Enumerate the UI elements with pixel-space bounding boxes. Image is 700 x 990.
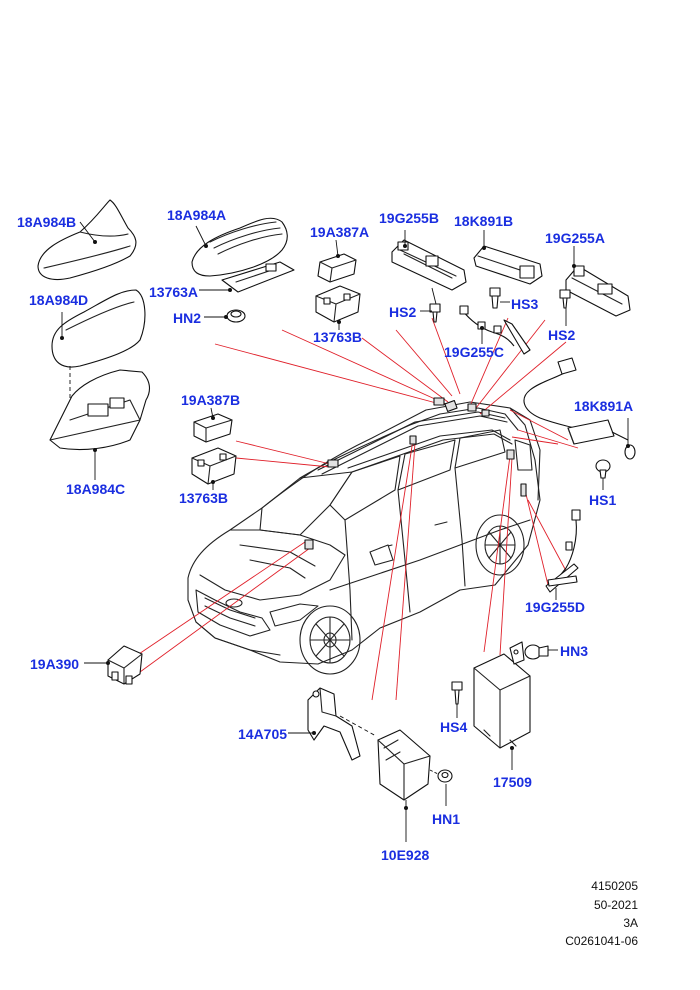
label-HS2-right: HS2 (548, 327, 576, 343)
label-HS2-left: HS2 (389, 304, 417, 320)
screw-HS2-left (420, 287, 441, 323)
nut-HN3 (524, 644, 558, 660)
cable-19G255C (459, 305, 531, 355)
label-HS1: HS1 (589, 492, 617, 508)
amplifier-19G255B (391, 230, 467, 291)
vehicle-outline (187, 401, 541, 675)
module-19A390 (84, 645, 143, 685)
antenna-shark-fin-18A984B (37, 199, 137, 281)
module-19A387B (193, 407, 233, 443)
reference-number: 4150205 (591, 879, 638, 893)
label-13763B-top: 13763B (313, 329, 363, 345)
bracket-13763B-top (315, 285, 361, 330)
nut-HN2 (204, 309, 246, 323)
module-18K891A (523, 357, 636, 460)
label-19A387A: 19A387A (310, 224, 370, 240)
label-HN3: HN3 (560, 643, 589, 659)
label-14A705: 14A705 (238, 726, 288, 742)
label-18A984D: 18A984D (29, 292, 89, 308)
label-18A984C: 18A984C (66, 481, 126, 497)
label-18A984A: 18A984A (167, 207, 227, 223)
label-13763B-mid: 13763B (179, 490, 229, 506)
nut-HN1 (429, 769, 453, 806)
label-19G255B: 19G255B (379, 210, 439, 226)
label-10E928: 10E928 (381, 847, 430, 863)
label-19A390: 19A390 (30, 656, 80, 672)
screw-HS4 (451, 681, 463, 718)
label-19G255A: 19G255A (545, 230, 605, 246)
bolt-HS3 (489, 287, 510, 309)
amplifier-19G255A (565, 246, 631, 317)
bolt-HS1 (595, 459, 611, 490)
module-17509 (473, 641, 531, 770)
reference-revision: 3A (623, 916, 638, 930)
label-18K891B: 18K891B (454, 213, 514, 229)
label-18K891A: 18K891A (574, 398, 634, 414)
label-17509: 17509 (493, 774, 532, 790)
antenna-cover-18A984D (51, 289, 146, 368)
label-19G255D: 19G255D (525, 599, 585, 615)
antenna-18A984A (191, 217, 295, 293)
screw-HS2-right (559, 289, 571, 326)
module-19A387A (317, 239, 357, 283)
label-HS4: HS4 (440, 719, 468, 735)
label-19G255C: 19G255C (444, 344, 504, 360)
reference-catalog-code: C0261041-06 (565, 934, 638, 948)
label-HS3: HS3 (511, 296, 539, 312)
antenna-base-18A984C (49, 369, 151, 480)
locator-lines (129, 317, 579, 701)
vehicle-mounted-parts (304, 397, 527, 550)
cable-19G255D (545, 509, 581, 600)
label-18A984B: 18A984B (17, 214, 77, 230)
reference-date-code: 50-2021 (593, 898, 638, 912)
module-18K891B (473, 230, 543, 285)
label-13763A: 13763A (149, 284, 199, 300)
label-HN1: HN1 (432, 811, 461, 827)
module-10E928 (377, 729, 431, 842)
label-HN2: HN2 (173, 310, 202, 326)
bracket-14A705 (288, 687, 377, 761)
label-19A387B: 19A387B (181, 392, 241, 408)
bracket-13763B-mid (191, 447, 237, 490)
